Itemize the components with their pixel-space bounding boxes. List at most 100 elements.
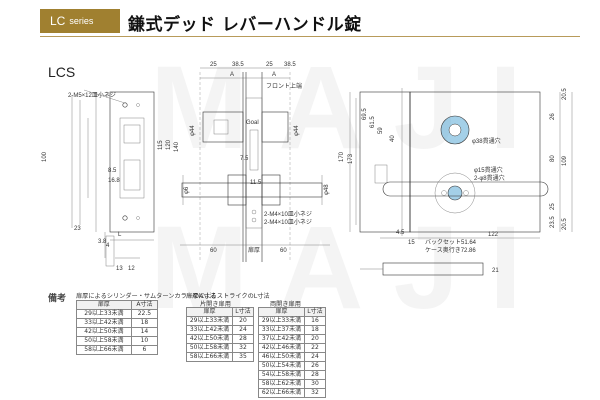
cell: 24 bbox=[303, 352, 327, 362]
front-screw-label: 2-M5×12皿小ネジ bbox=[68, 91, 116, 99]
cell: 29以上33未満 bbox=[186, 316, 233, 326]
cell: 50以上54未満 bbox=[258, 361, 305, 371]
dim-phi44-right: φ44 bbox=[294, 125, 300, 136]
title-rule bbox=[40, 36, 580, 37]
dim-top-25b: 25 bbox=[266, 62, 273, 68]
front-view bbox=[71, 89, 155, 267]
table2-header: 扉厚 bbox=[186, 307, 233, 317]
dim-23-5: 23.5 bbox=[550, 216, 556, 228]
dim-top-38-5b: 38.5 bbox=[284, 62, 296, 68]
cell: 32 bbox=[231, 343, 255, 353]
backset-label: バックセット51.64 bbox=[425, 239, 477, 246]
table2-header: L寸法 bbox=[231, 307, 255, 317]
cell: 62以上66未満 bbox=[258, 388, 305, 398]
cell: 33以上37未満 bbox=[258, 325, 305, 335]
dim-40: 40 bbox=[390, 135, 396, 142]
table2-subtitle: 片開き扉用 bbox=[200, 301, 231, 308]
cell: 14 bbox=[130, 327, 159, 337]
watermark-top: MAJI bbox=[150, 40, 552, 176]
dim-4-5: 4.5 bbox=[396, 230, 405, 236]
cell: 20 bbox=[303, 334, 327, 344]
dim-13: 13 bbox=[116, 266, 123, 272]
cell: 58以上62未満 bbox=[258, 379, 305, 389]
cell: 29以上33未満 bbox=[76, 309, 132, 319]
cell: 16 bbox=[303, 316, 327, 326]
case-view bbox=[349, 88, 573, 276]
dim-20-5-top: 20.5 bbox=[562, 88, 568, 100]
dim-left-100: 100 bbox=[42, 151, 48, 162]
table2-title: 扉厚によるストライクのL寸法 bbox=[186, 293, 270, 300]
dim-12: 12 bbox=[128, 266, 135, 272]
dim-60-right: 60 bbox=[280, 248, 287, 254]
dim-26: 26 bbox=[550, 113, 556, 120]
dim-173: 173 bbox=[348, 153, 354, 164]
dim-122: 122 bbox=[488, 232, 499, 238]
cell: 50以上58未満 bbox=[76, 336, 132, 346]
dim-23: 23 bbox=[74, 226, 81, 232]
case-depth-label: ケース奥行き72.86 bbox=[425, 246, 476, 254]
cell: 22 bbox=[303, 343, 327, 353]
cell: 42以上46未満 bbox=[258, 343, 305, 353]
series-tag: LC series bbox=[40, 9, 120, 33]
page-header: LC series 鎌式デッド レバーハンドル錠 bbox=[0, 0, 600, 36]
dim-11-5: 11.5 bbox=[250, 180, 262, 186]
cell: 18 bbox=[130, 318, 159, 328]
model-name: LCS bbox=[48, 64, 76, 80]
cell: 18 bbox=[303, 325, 327, 335]
dim-59: 59 bbox=[378, 127, 384, 134]
cell: 22.5 bbox=[130, 309, 159, 319]
dim-7-5: 7.5 bbox=[240, 156, 249, 162]
dim-phi44-left: φ44 bbox=[190, 125, 196, 136]
dim-L: L bbox=[118, 232, 122, 238]
notes-label: 備考 bbox=[48, 294, 67, 304]
dim-a-left: A bbox=[230, 72, 234, 78]
dim-top-38-5a: 38.5 bbox=[232, 62, 244, 68]
table3-subtitle: 両開き扉用 bbox=[270, 301, 301, 308]
cell: 24 bbox=[231, 325, 255, 335]
dim-21: 21 bbox=[492, 268, 499, 274]
dim-60-left: 60 bbox=[210, 248, 217, 254]
table1-header: 扉厚 bbox=[76, 300, 132, 310]
page-title: 鎌式デッド レバーハンドル錠 bbox=[128, 15, 362, 35]
dim-a-right: A bbox=[272, 72, 276, 78]
dim-20-5-bottom: 20.5 bbox=[562, 218, 568, 230]
dim-left-140: 140 bbox=[174, 141, 180, 152]
dim-left-115: 115 bbox=[158, 140, 164, 150]
series-label: LC bbox=[50, 14, 66, 28]
dim-170: 170 bbox=[339, 151, 345, 162]
hole8-label: 2-φ8貫通穴 bbox=[474, 174, 505, 182]
dim-80: 80 bbox=[550, 155, 556, 162]
cell: 37以上42未満 bbox=[258, 334, 305, 344]
dim-8-5: 8.5 bbox=[108, 168, 117, 174]
cell: 29以上33未満 bbox=[258, 316, 305, 326]
cell: 6 bbox=[130, 345, 159, 355]
cell: 26 bbox=[303, 361, 327, 371]
dim-top-25a: 25 bbox=[210, 62, 217, 68]
cell: 42以上50未満 bbox=[76, 327, 132, 337]
technical-drawing: 2-M5×12皿小ネジ 100 115 120 140 8.5 16.8 23 … bbox=[42, 62, 573, 276]
cell: 28 bbox=[231, 334, 255, 344]
brand-label: Goal bbox=[246, 120, 259, 126]
cell: 42以上50未満 bbox=[186, 334, 233, 344]
cell: 10 bbox=[130, 336, 159, 346]
cylinder-hole-label: φ38貫通穴 bbox=[472, 137, 501, 145]
cell: 33以上42未満 bbox=[76, 318, 132, 328]
cell: 20 bbox=[231, 316, 255, 326]
hole15-label: φ15貫通穴 bbox=[474, 166, 503, 174]
